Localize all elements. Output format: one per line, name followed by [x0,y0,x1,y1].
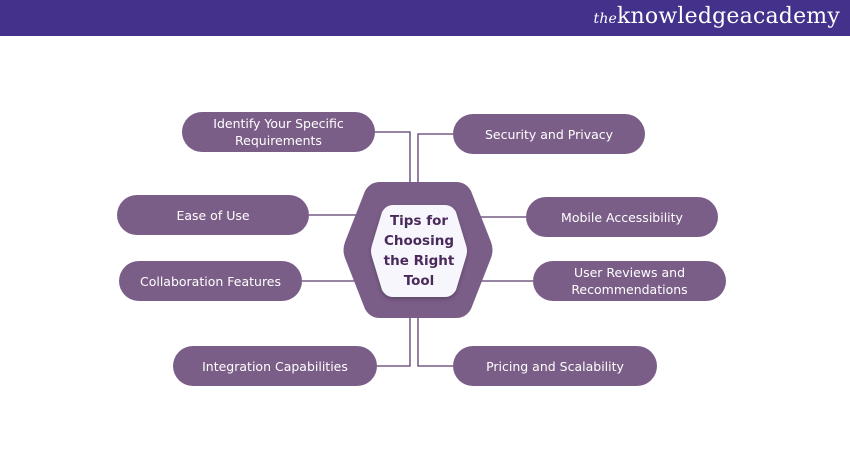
tip-user-reviews: User Reviews and Recommendations [533,261,726,301]
tip-identify-requirements: Identify Your Specific Requirements [182,112,375,152]
connector-identify [375,131,411,190]
header-bar: theknowledgeacademy [0,0,850,36]
inner-hexagon [371,205,467,297]
brand-logo[interactable]: theknowledgeacademy [593,4,840,29]
tip-ease-of-use: Ease of Use [117,195,309,235]
tip-mobile-accessibility: Mobile Accessibility [526,197,718,237]
tip-collaboration-features: Collaboration Features [119,261,302,301]
center-title: Tips for Choosing the Right Tool [383,213,455,289]
tip-integration-capabilities: Integration Capabilities [173,346,377,386]
tip-security-privacy: Security and Privacy [453,114,645,154]
connector-pricing [417,312,453,367]
tip-pricing-scalability: Pricing and Scalability [453,346,657,386]
connector-security [417,133,453,190]
connector-integration [377,312,411,367]
